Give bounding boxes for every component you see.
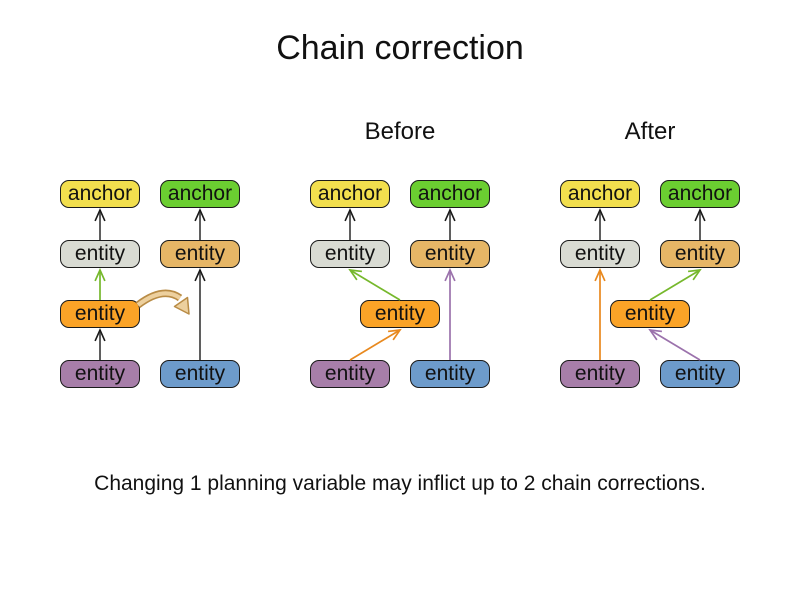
initial-entity-tan: entity [160, 240, 240, 268]
initial-anchor-yellow: anchor [60, 180, 140, 208]
after-edge-entity-blue-to-entity-orange [648, 328, 701, 361]
initial-entity-orange: entity [60, 300, 140, 328]
initial-entity-blue: entity [160, 360, 240, 388]
before-label: Before [364, 118, 436, 145]
before-edge-entity-purple-to-entity-orange [349, 328, 402, 361]
before-entity-gray: entity [310, 240, 390, 268]
caption-text: Changing 1 planning variable may inflict… [94, 472, 706, 495]
before-entity-blue: entity [410, 360, 490, 388]
initial-edge-entity-purple-to-entity-orange [94, 328, 106, 360]
before-anchor-green: anchor [410, 180, 490, 208]
before-edge-entity-gray-to-anchor-yellow [344, 208, 356, 240]
initial-entity-gray: entity [60, 240, 140, 268]
before-edge-entity-tan-to-anchor-green [444, 208, 456, 240]
after-entity-tan: entity [660, 240, 740, 268]
after-anchor-green: anchor [660, 180, 740, 208]
before-edge-entity-orange-to-entity-gray [348, 268, 401, 301]
initial-edge-entity-gray-to-anchor-yellow [94, 208, 106, 240]
initial-entity-purple: entity [60, 360, 140, 388]
after-edge-entity-orange-to-entity-tan [649, 268, 702, 301]
before-entity-orange: entity [360, 300, 440, 328]
initial-edge-entity-orange-to-entity-gray [94, 267, 106, 300]
after-entity-gray: entity [560, 240, 640, 268]
after-edge-entity-gray-to-anchor-yellow [594, 208, 606, 240]
initial-move-arrow-icon [135, 289, 190, 315]
after-edge-entity-purple-to-entity-gray [594, 267, 606, 360]
initial-edge-entity-tan-to-anchor-green [194, 208, 206, 240]
initial-edge-entity-blue-to-entity-tan [194, 268, 206, 360]
after-label: After [624, 118, 676, 145]
before-anchor-yellow: anchor [310, 180, 390, 208]
after-entity-orange: entity [610, 300, 690, 328]
before-entity-tan: entity [410, 240, 490, 268]
after-edge-entity-tan-to-anchor-green [694, 208, 706, 240]
initial-anchor-green: anchor [160, 180, 240, 208]
before-entity-purple: entity [310, 360, 390, 388]
after-entity-blue: entity [660, 360, 740, 388]
after-anchor-yellow: anchor [560, 180, 640, 208]
before-edge-entity-blue-to-entity-tan [444, 267, 456, 360]
page-title: Chain correction [276, 29, 524, 67]
after-entity-purple: entity [560, 360, 640, 388]
